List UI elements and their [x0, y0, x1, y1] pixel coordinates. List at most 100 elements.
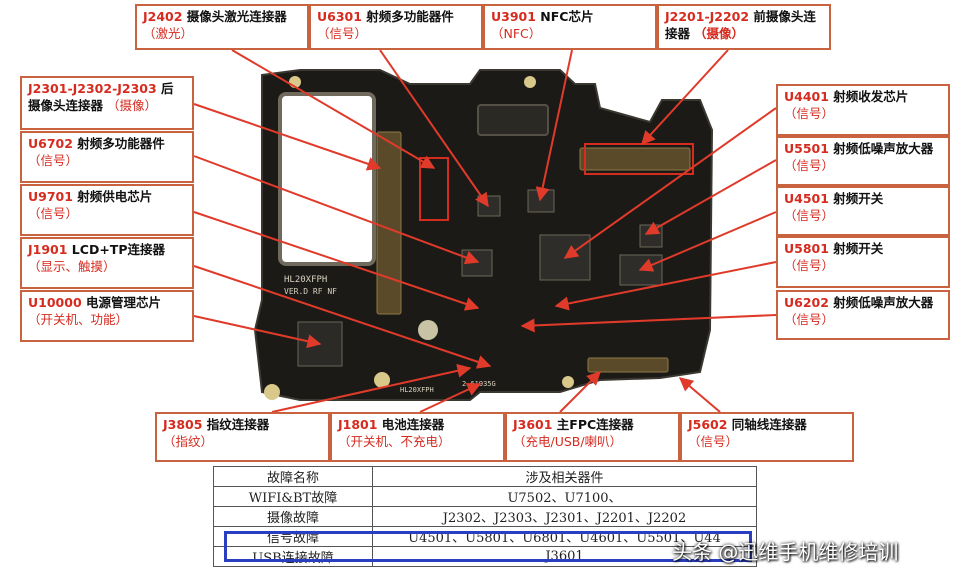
arrow-j3601: [559, 371, 601, 413]
screw-hole: [264, 384, 280, 400]
component-name: 射频多功能器件: [361, 9, 454, 24]
callout-u6301: U6301 射频多功能器件 （信号）: [309, 4, 483, 50]
arrow-u5801: [554, 261, 777, 311]
callout-u6202: U6202 射频低噪声放大器 （信号）: [776, 290, 950, 340]
component-function: （显示、触摸）: [28, 259, 116, 274]
screw-hole: [524, 76, 536, 88]
callout-j1801: J1801 电池连接器 （开关机、不充电）: [330, 412, 505, 462]
table-cell: WIFI&BT故障: [213, 486, 373, 507]
component-function: （信号）: [784, 312, 835, 327]
component-name: 同轴线连接器: [727, 417, 807, 432]
arrow-u6202: [520, 314, 777, 333]
component-function: （激光）: [143, 26, 194, 41]
board-marking: HL20XFPH: [400, 386, 434, 394]
callout-u10000: U10000 电源管理芯片 （开关机、功能）: [20, 290, 194, 342]
table-header-row: 故障名称 涉及相关器件: [213, 466, 757, 487]
component-code: U4501: [784, 191, 829, 206]
board-marking: VER.D RF NF: [284, 287, 337, 296]
component-code: J5602: [688, 417, 728, 432]
component-code: U4401: [784, 89, 829, 104]
arrow-u9701: [193, 211, 480, 311]
component-name: 摄像头激光连接器: [182, 9, 287, 24]
callout-j5602: J5602 同轴线连接器 （信号）: [680, 412, 854, 462]
arrow-j2402: [231, 49, 436, 169]
component-name: 电池连接器: [377, 417, 445, 432]
component-function: （信号）: [317, 26, 368, 41]
arrow-u6702: [193, 155, 480, 265]
table-header-cell: 故障名称: [213, 466, 373, 487]
fpc-connector-top: [579, 147, 691, 171]
table-header-cell: 涉及相关器件: [372, 466, 757, 487]
callout-u3901: U3901 NFC芯片 （NFC）: [483, 4, 657, 50]
table-cell: 摄像故障: [213, 506, 373, 527]
component-function: （信号）: [688, 434, 739, 449]
callout-u6702: U6702 射频多功能器件 （信号）: [20, 131, 194, 183]
component-code: J1901: [28, 242, 68, 257]
component-name: NFC芯片: [535, 9, 594, 24]
component-code: J1801: [338, 417, 378, 432]
component-name: LCD+TP连接器: [67, 242, 165, 257]
board-marking: HL20XFPH: [284, 275, 327, 285]
callout-u4501: U4501 射频开关 （信号）: [776, 186, 950, 236]
callout-u9701: U9701 射频供电芯片 （信号）: [20, 184, 194, 236]
watermark: 头条 @迅维手机维修培训: [672, 540, 899, 564]
component-code: U6301: [317, 9, 362, 24]
chip-rf-multi: [477, 195, 501, 217]
component-code: J3805: [163, 417, 203, 432]
component-function: （NFC）: [491, 26, 542, 41]
pointer-arrows: [193, 49, 777, 413]
component-name: 射频低噪声放大器: [828, 141, 934, 156]
screw-hole: [374, 372, 390, 388]
arrow-j2201: [641, 49, 729, 146]
component-name: 主FPC连接器: [552, 417, 634, 432]
table-row: WIFI&BT故障 U7502、U7100、: [213, 486, 757, 507]
component-code: J2402: [143, 9, 183, 24]
camera-cutout: [278, 92, 376, 266]
fpc-connector-left: [376, 131, 402, 315]
component-name: 射频开关: [828, 191, 884, 206]
arrow-j3805: [271, 363, 472, 413]
component-function: （充电/USB/喇叭）: [513, 434, 623, 449]
component-code: J2201-J2202: [665, 9, 750, 24]
callout-u5801: U5801 射频开关 （信号）: [776, 236, 950, 288]
component-name: 后摄像头连接器: [28, 81, 174, 113]
component-name: 指纹连接器: [202, 417, 270, 432]
component-name: 射频收发芯片: [828, 89, 909, 104]
component-code: U6202: [784, 295, 829, 310]
component-function: （指纹）: [163, 434, 214, 449]
component-code: J2301-J2302-J2303: [28, 81, 157, 96]
arrow-j2301: [193, 103, 382, 171]
component-function: （信号）: [28, 206, 79, 221]
chip-pmic: [297, 321, 343, 367]
callout-j2402: J2402 摄像头激光连接器 （激光）: [135, 4, 309, 50]
arrow-u6301: [379, 49, 489, 208]
callout-j2301-j2303: J2301-J2302-J2303 后摄像头连接器 （摄像）: [20, 76, 194, 130]
component-name: 射频低噪声放大器: [828, 295, 934, 310]
component-code: U5801: [784, 241, 829, 256]
fault-table: 故障名称 涉及相关器件 WIFI&BT故障 U7502、U7100、 摄像故障 …: [213, 466, 757, 567]
component-name: 射频供电芯片: [72, 189, 153, 204]
table-row: 摄像故障 J2302、J2303、J2301、J2201、J2202: [213, 506, 757, 527]
arrow-j5602: [678, 377, 721, 413]
component-function: （信号）: [28, 153, 79, 168]
board-notch: [477, 104, 549, 136]
callout-j1901: J1901 LCD+TP连接器 （显示、触摸）: [20, 237, 194, 289]
component-function: （开关机、功能）: [28, 312, 129, 327]
component-function: （信号）: [784, 208, 835, 223]
table-cell: U7502、U7100、: [372, 486, 757, 507]
arrow-u10000: [193, 315, 322, 349]
callout-j2201-j2202: J2201-J2202 前摄像头连接器 （摄像）: [657, 4, 831, 50]
component-function: （信号）: [784, 158, 835, 173]
component-function: （信号）: [784, 106, 835, 121]
arrow-j1801: [419, 382, 482, 413]
arrow-u4401: [563, 107, 777, 259]
fpc-connector-bottom: [587, 357, 669, 373]
chip-lna: [639, 224, 663, 248]
component-code: U5501: [784, 141, 829, 156]
component-code: J3601: [513, 417, 553, 432]
callout-u4401: U4401 射频收发芯片 （信号）: [776, 84, 950, 136]
component-name: 射频开关: [828, 241, 884, 256]
component-code: U10000: [28, 295, 82, 310]
